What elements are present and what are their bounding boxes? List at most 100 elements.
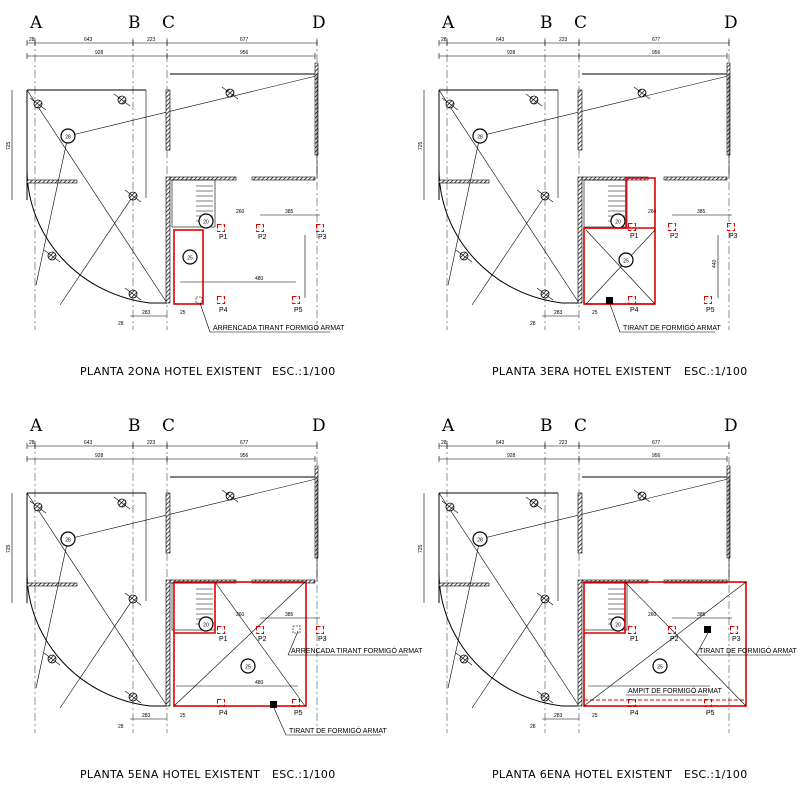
dimension-text: 223 (147, 37, 156, 43)
axis-label-d: D (312, 416, 326, 436)
hatched-wall (165, 89, 171, 151)
column-leader (441, 97, 459, 111)
note-leader (199, 302, 211, 333)
reinforcement-outline (583, 581, 747, 707)
hatched-wall (165, 492, 171, 554)
dimension-text: 385 (285, 209, 294, 215)
dimension-text: 223 (559, 37, 568, 43)
dimension-text: 677 (240, 440, 249, 446)
dimension-text: 25 (592, 310, 598, 316)
column-marker: 20 (198, 213, 214, 229)
pillar-p1 (628, 223, 636, 231)
dimension-text: 28 (29, 440, 35, 446)
column-number: 25 (623, 259, 629, 265)
pillar-p5 (704, 296, 712, 304)
axis-label-a: A (441, 13, 455, 33)
pillar-label: P5 (294, 710, 303, 717)
pillar-label: P4 (219, 307, 228, 314)
column-leader (536, 592, 554, 606)
tie-line (438, 492, 580, 707)
column-number: 20 (203, 220, 209, 226)
column-leader (124, 690, 142, 704)
plan-scale: ESC.:1/100 (684, 768, 748, 781)
axis-label-c: C (574, 416, 587, 436)
column-number: 20 (203, 623, 209, 629)
note-text: TIRANT DE FORMIGÓ ARMAT (289, 726, 387, 735)
tie-line (624, 581, 747, 707)
dimension-text: 260 (236, 209, 245, 215)
axis-label-a: A (29, 416, 43, 436)
dimension-text: 28 (118, 724, 124, 730)
column-marker: 28 (60, 531, 76, 547)
dimension-text: 28 (530, 724, 536, 730)
pillar-p2 (256, 224, 264, 232)
dimension-text: 260 (648, 209, 657, 215)
hatched-wall (314, 62, 319, 156)
pillar-label: P2 (670, 233, 679, 240)
pillar-p3 (727, 223, 735, 231)
curved-facade (438, 572, 579, 707)
tie-line (26, 89, 168, 304)
balcony-wall (438, 179, 490, 184)
plan-title: PLANTA 3ERA HOTEL EXISTENT (492, 365, 671, 378)
column-leader (43, 652, 61, 666)
pillar-label: P1 (630, 233, 639, 240)
stair-core (583, 179, 628, 228)
dimension-text: 928 (507, 453, 516, 459)
pillar-label: P2 (670, 636, 679, 643)
column-circle (60, 128, 76, 144)
reinforcement-outline (173, 581, 307, 707)
pillar-label: P4 (219, 710, 228, 717)
dimension-text: 725 (6, 141, 12, 150)
dimension-text: 956 (652, 50, 661, 56)
pillar-p4 (217, 296, 225, 304)
dimension-text: 956 (240, 50, 249, 56)
stair-core (171, 179, 216, 228)
axis-label-b: B (540, 13, 553, 33)
hatched-wall (577, 89, 583, 151)
column-number: 20 (615, 623, 621, 629)
dimension-text: 283 (142, 713, 151, 719)
plan-title: PLANTA 6ENA HOTEL EXISTENT (492, 768, 672, 781)
column-marker: 28 (472, 531, 488, 547)
dimension-text: 643 (84, 37, 93, 43)
tie-line (447, 135, 481, 286)
pillar-label: P1 (219, 234, 228, 241)
column-circle (618, 252, 634, 268)
pillar-p2 (256, 626, 264, 634)
dimension-text: 385 (697, 209, 706, 215)
column-number: 25 (245, 665, 251, 671)
note-leader (695, 632, 709, 656)
note-leader (609, 303, 621, 333)
dimension-text: 25 (180, 310, 186, 316)
dimension-text: 260 (648, 612, 657, 618)
pillar-p1 (628, 626, 636, 634)
tie-line (471, 195, 546, 306)
column-marker: 25 (618, 252, 634, 268)
dimension-text: 928 (507, 50, 516, 56)
column-circle (198, 213, 214, 229)
plan-scale: ESC.:1/100 (272, 365, 336, 378)
column-leader (113, 496, 131, 510)
hatched-wall (577, 176, 583, 304)
hatched-wall (314, 465, 319, 559)
note-text: TIRANT DE FORMIGÓ ARMAT (699, 646, 797, 655)
column-marker: 25 (182, 249, 198, 265)
plan-title: PLANTA 5ENA HOTEL EXISTENT (80, 768, 260, 781)
tie-line (67, 478, 317, 540)
pillar-p2 (668, 223, 676, 231)
column-circle (472, 128, 488, 144)
column-marker: 25 (240, 658, 256, 674)
column-number: 28 (65, 135, 71, 141)
pillar-p2 (668, 626, 676, 634)
dimension-text: 677 (652, 37, 661, 43)
column-circle (198, 616, 214, 632)
column-leader (536, 189, 554, 203)
tie-line (59, 598, 134, 709)
column-leader (525, 496, 543, 510)
pillar-label: P3 (732, 636, 741, 643)
column-leader (536, 287, 554, 301)
column-number: 28 (65, 538, 71, 544)
column-leader (113, 93, 131, 107)
